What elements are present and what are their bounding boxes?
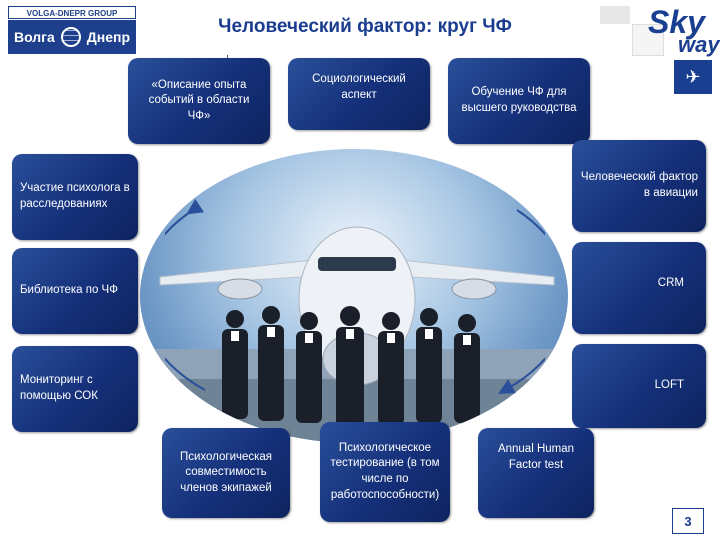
- logo-main-band: Волга Днепр: [8, 20, 136, 54]
- box-incident-description-label: «Описание опыта событий в области ЧФ»: [148, 78, 250, 122]
- box-loft-label: LOFT: [654, 379, 684, 392]
- box-hf-library: Библиотека по ЧФ: [12, 248, 138, 334]
- logo-group-text: VOLGA-DNEPR GROUP: [8, 6, 136, 19]
- box-psychologist-investigations: Участие психолога в расследованиях: [12, 154, 138, 240]
- box-monitoring: Мониторинг с помощью СОК: [12, 346, 138, 432]
- box-psychological-testing: Психологическое тестирование (в том числ…: [320, 422, 450, 522]
- box-crew-compatibility: Психологическая совместимость членов эки…: [162, 428, 290, 518]
- logo-way-text: way: [678, 32, 720, 57]
- photo-illustration: [140, 226, 568, 443]
- box-hf-library-label: Библиотека по ЧФ: [20, 284, 118, 297]
- globe-icon: [60, 27, 81, 47]
- box-management-training-label: Обучение ЧФ для высшего руководства: [461, 86, 577, 114]
- box-incident-description: «Описание опыта событий в области ЧФ»: [128, 58, 270, 144]
- logo-decor-square: [600, 6, 630, 24]
- box-psychologist-investigations-label: Участие психолога в расследованиях: [20, 182, 130, 210]
- box-sociological-aspect-label: Социологический аспект: [312, 73, 406, 101]
- box-crm-label: CRM: [657, 277, 684, 289]
- logo-decor-square-2: [632, 24, 664, 56]
- box-crew-compatibility-label: Психологическая совместимость членов эки…: [179, 450, 273, 494]
- slide-title: Человеческий фактор: круг ЧФ: [218, 16, 512, 37]
- logo-name-left: Волга: [13, 29, 55, 45]
- skyway-logo: Sky way ✈: [598, 4, 720, 96]
- box-annual-hf-test: Annual Human Factor test: [478, 428, 594, 518]
- volga-dnepr-logo: VOLGA-DNEPR GROUP Волга Днепр: [8, 6, 136, 56]
- box-human-factor-aviation-label: Человеческий фактор в авиации: [580, 171, 698, 199]
- aircraft-and-crew-photo: [137, 146, 571, 446]
- logo-sky-text: Sky: [648, 4, 705, 40]
- page-number: 3: [672, 508, 704, 534]
- logo-name-right: Днепр: [86, 29, 131, 45]
- box-loft: LOFT: [572, 344, 706, 428]
- box-annual-hf-test-label: Annual Human Factor test: [497, 443, 575, 471]
- plane-icon: ✈: [674, 60, 712, 94]
- box-sociological-aspect: Социологический аспект: [288, 58, 430, 130]
- box-human-factor-aviation: Человеческий фактор в авиации: [572, 140, 706, 232]
- box-management-training: Обучение ЧФ для высшего руководства: [448, 58, 590, 144]
- box-psychological-testing-label: Психологическое тестирование (в том числ…: [330, 441, 440, 501]
- box-crm: CRM: [572, 242, 706, 334]
- box-monitoring-label: Мониторинг с помощью СОК: [20, 374, 98, 402]
